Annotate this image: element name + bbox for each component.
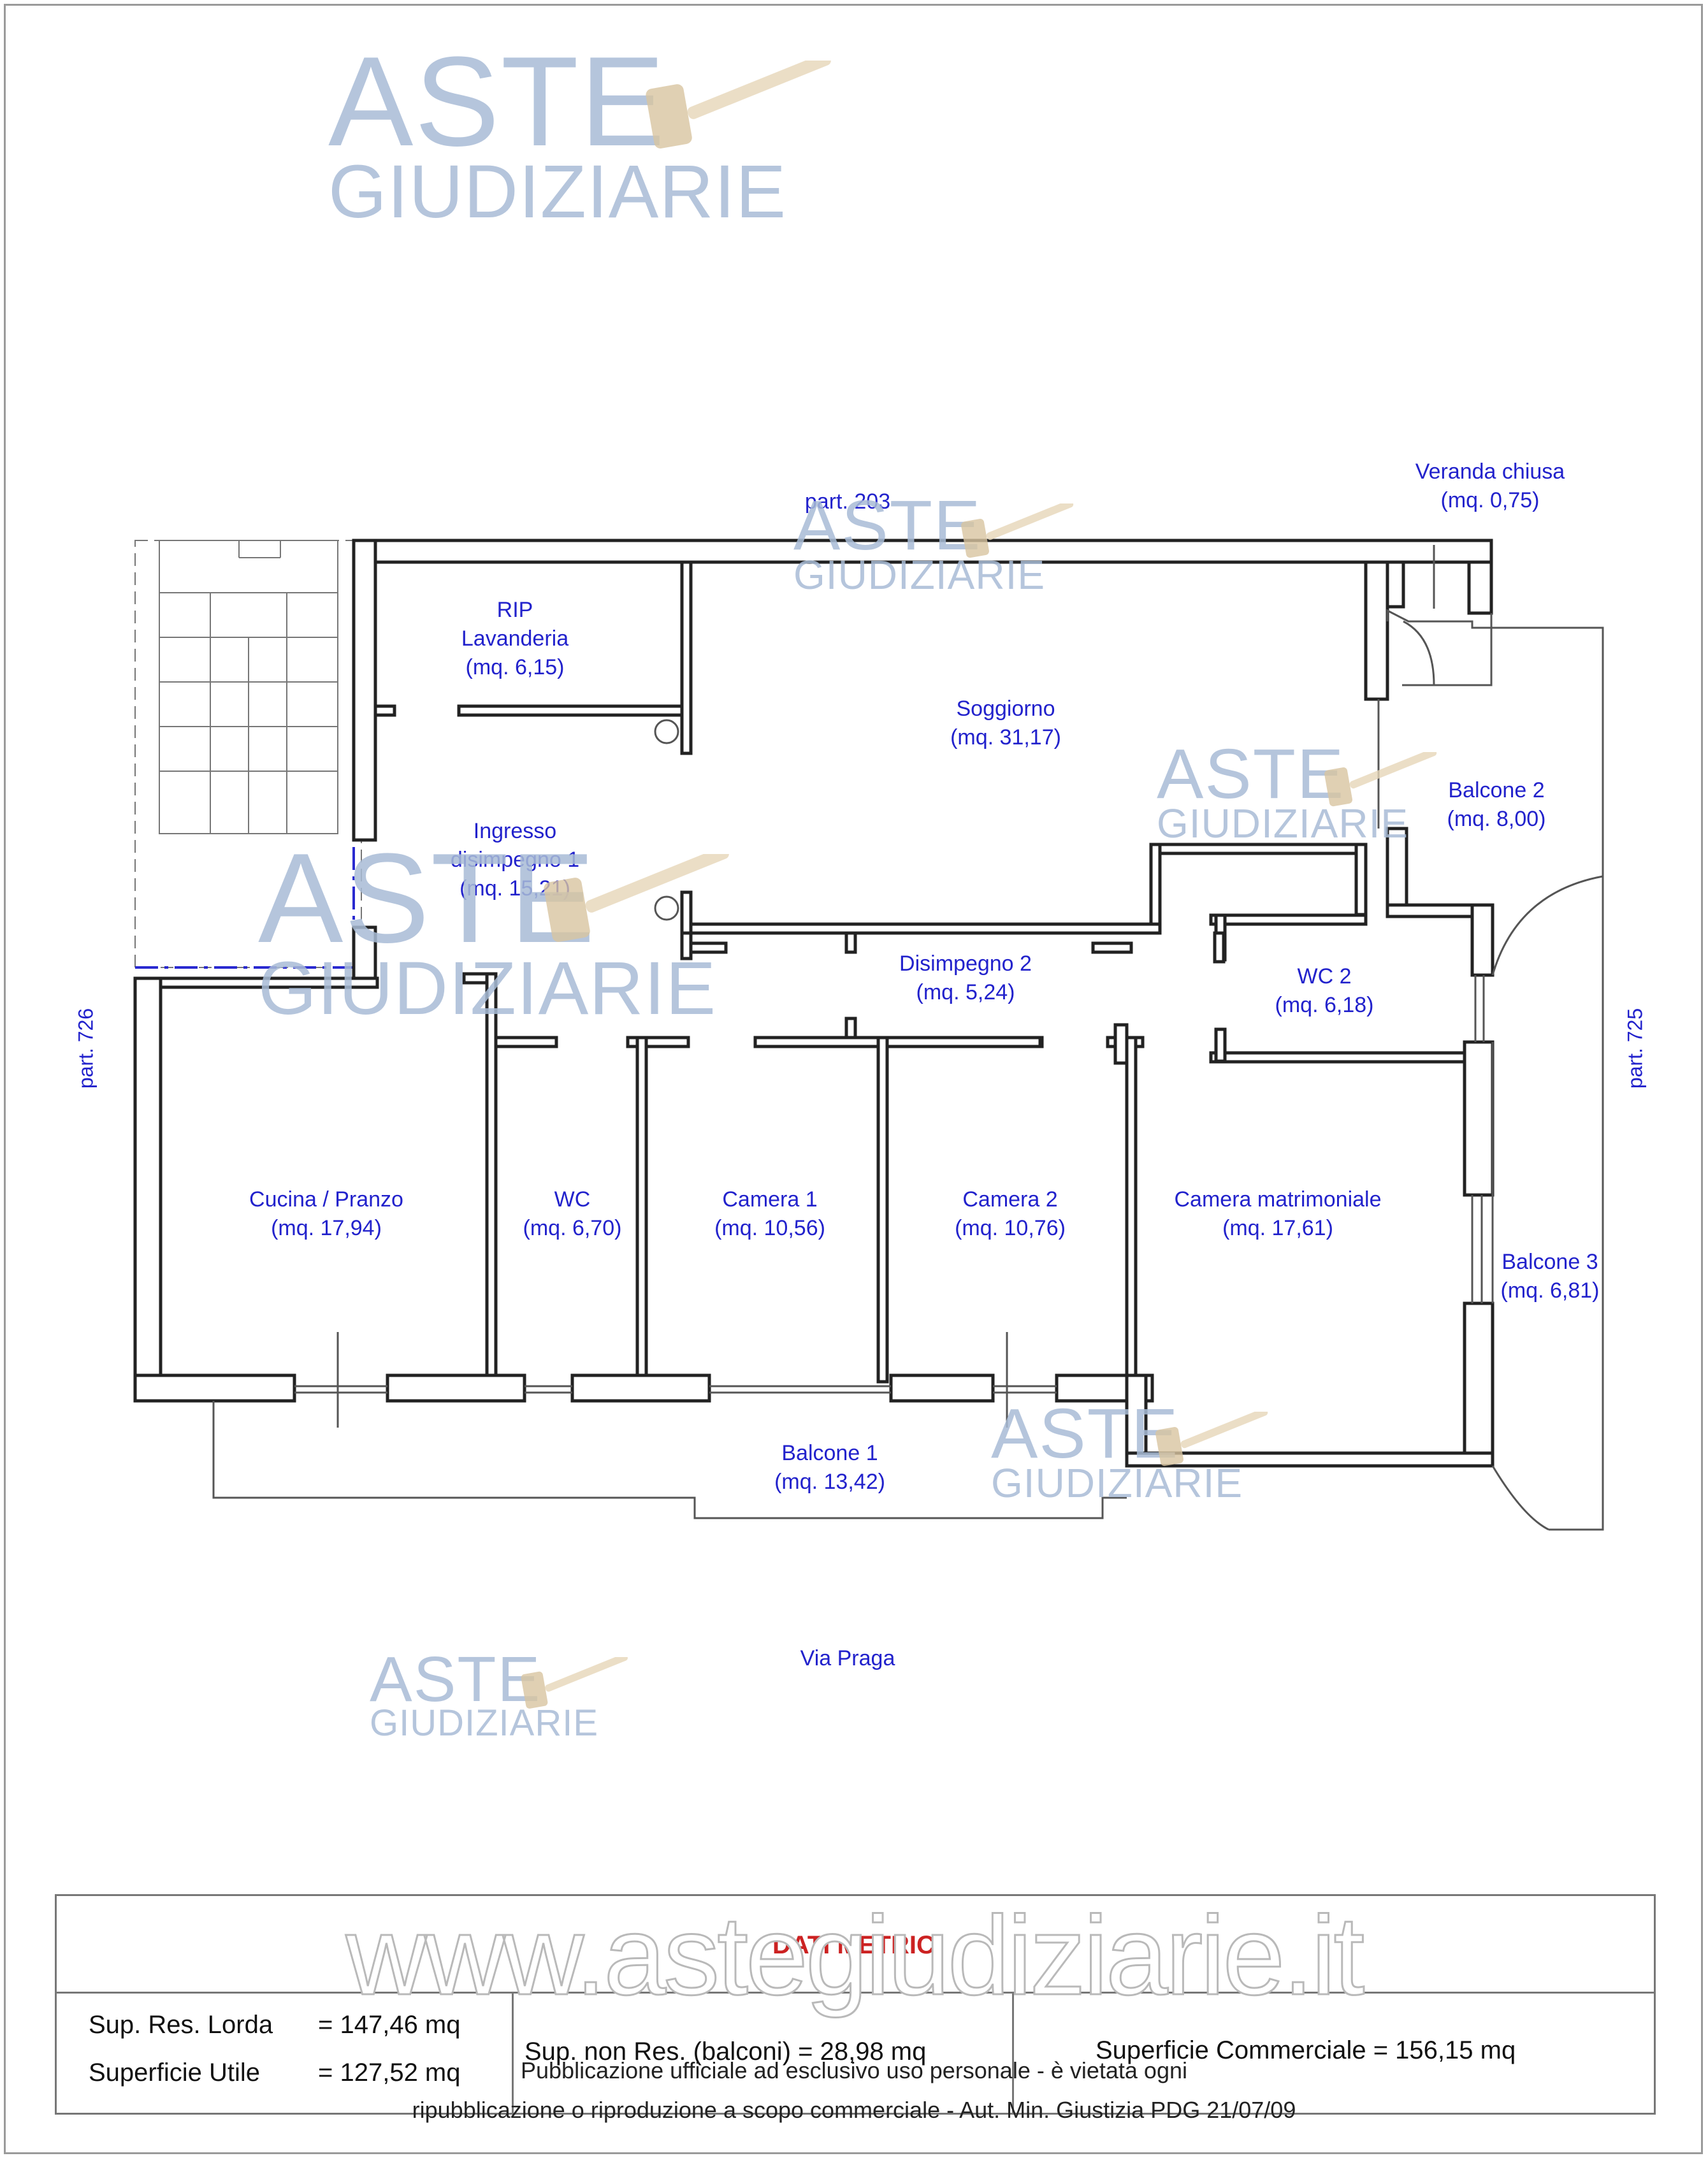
room-label-balcone-3: Balcone 3(mq. 6,81) xyxy=(1500,1250,1600,1303)
utile-label: Superficie Utile xyxy=(89,2059,261,2087)
gavel-icon xyxy=(544,854,729,942)
gavel-icon xyxy=(521,1657,628,1709)
page-frame xyxy=(4,4,1703,2154)
room-label-camera-1: Camera 1(mq. 10,56) xyxy=(714,1187,825,1240)
utile-value: = 127,52 mq xyxy=(318,2059,461,2087)
disclaimer-line-2: ripubblicazione o riproduzione a scopo c… xyxy=(412,2097,1296,2123)
watermark-logo-top: ASTE GIUDIZIARIE xyxy=(793,486,1046,598)
watermark-logo-left: ASTE GIUDIZIARIE xyxy=(258,827,717,1031)
walls xyxy=(133,539,1494,1468)
boundary-right-label: part. 725 xyxy=(1623,1008,1647,1089)
metrics-title: DATI METRICI xyxy=(772,1931,942,1959)
room-label-camera-matrimoniale: Camera matrimoniale(mq. 17,61) xyxy=(1174,1187,1382,1240)
gavel-icon xyxy=(646,61,831,148)
gavel-icon xyxy=(1324,752,1437,807)
commerciale-value: Superficie Commerciale = 156,15 mq xyxy=(1096,2036,1516,2064)
street-label: Via Praga xyxy=(800,1646,895,1670)
watermark-logo-bottom-right: ASTE GIUDIZIARIE xyxy=(991,1394,1243,1506)
room-label-soggiorno: Soggiorno(mq. 31,17) xyxy=(950,697,1061,750)
metrics-cell-residential: Sup. Res. Lorda = 147,46 mq Superficie U… xyxy=(57,1992,514,2115)
disclaimer-line-1: Pubblicazione ufficiale ad esclusivo uso… xyxy=(521,2057,1187,2083)
watermark-logo-large: ASTE GIUDIZIARIE xyxy=(328,31,787,234)
gavel-icon xyxy=(961,503,1074,558)
metrics-cell-non-residential: Sup. non Res. (balconi) = 28,98 mq xyxy=(512,1992,1014,2115)
boundary-top-label: part. 203 xyxy=(804,489,891,514)
room-label-wc-2: WC 2(mq. 6,18) xyxy=(1275,964,1374,1017)
watermark-site: www.astegiudiziarie.it xyxy=(345,1893,1365,2020)
staircase-area xyxy=(134,540,362,968)
balconies xyxy=(212,545,1604,1531)
room-label-cucina: Cucina / Pranzo(mq. 17,94) xyxy=(249,1187,403,1240)
room-label-veranda: Veranda chiusa(mq. 0,75) xyxy=(1415,460,1565,512)
boundary-left-label: part. 726 xyxy=(74,1008,98,1089)
room-label-balcone-2: Balcone 2(mq. 8,00) xyxy=(1447,778,1546,831)
lorda-value: = 147,46 mq xyxy=(318,2011,461,2039)
room-label-balcone-1: Balcone 1(mq. 13,42) xyxy=(774,1441,885,1494)
room-label-disimpegno-2: Disimpegno 2(mq. 5,24) xyxy=(899,952,1032,1004)
metrics-table: DATI METRICI Sup. Res. Lorda = 147,46 mq… xyxy=(55,1894,1656,2115)
watermark-logo-bottom-left: ASTE GIUDIZIARIE xyxy=(370,1644,599,1744)
gavel-icon xyxy=(1155,1412,1268,1466)
room-label-wc: WC(mq. 6,70) xyxy=(523,1187,622,1240)
room-label-camera-2: Camera 2(mq. 10,76) xyxy=(955,1187,1066,1240)
watermark-logo-right: ASTE GIUDIZIARIE xyxy=(1157,735,1409,846)
non-res-value: Sup. non Res. (balconi) = 28,98 mq xyxy=(525,2038,927,2066)
lorda-label: Sup. Res. Lorda xyxy=(89,2011,273,2039)
metrics-title-row: DATI METRICI xyxy=(57,1896,1654,1994)
